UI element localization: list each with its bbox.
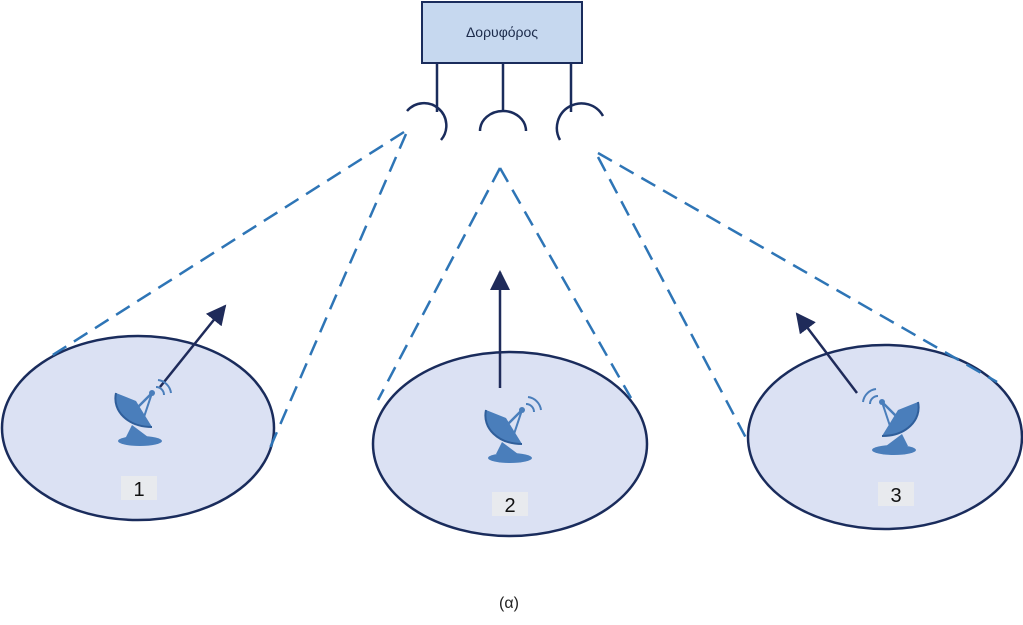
uplink-arrow-3 [795, 312, 858, 394]
antenna-horn-1 [406, 101, 448, 141]
beam-1-right [268, 133, 408, 449]
cell-label-1: 1 [121, 476, 157, 501]
cell-label-3: 3 [878, 482, 914, 507]
uplink-arrows [159, 270, 858, 394]
beams [47, 130, 998, 449]
cell-label-2: 2 [492, 492, 528, 517]
coverage-cells [0, 334, 1023, 538]
beam-1-left [47, 130, 405, 360]
uplink-arrow-1 [159, 304, 227, 388]
coverage-cell-1 [0, 334, 276, 522]
beam-3-right [597, 151, 998, 384]
cell-number: 3 [890, 485, 901, 507]
beam-2-right [498, 167, 633, 399]
satellite-label: Δορυφόρος [466, 24, 538, 40]
coverage-cell-3 [746, 343, 1023, 531]
antenna-horn-3 [555, 102, 605, 141]
satellite: Δορυφόρος [421, 1, 583, 64]
cell-number: 1 [133, 479, 144, 501]
beam-2-left [376, 167, 502, 401]
coverage-cell-2 [371, 350, 649, 538]
cell-number: 2 [504, 495, 515, 517]
beam-3-left [596, 156, 748, 439]
antenna-horn-2 [478, 109, 528, 132]
antenna-feeds [406, 63, 605, 141]
figure-caption: (α) [499, 595, 519, 612]
